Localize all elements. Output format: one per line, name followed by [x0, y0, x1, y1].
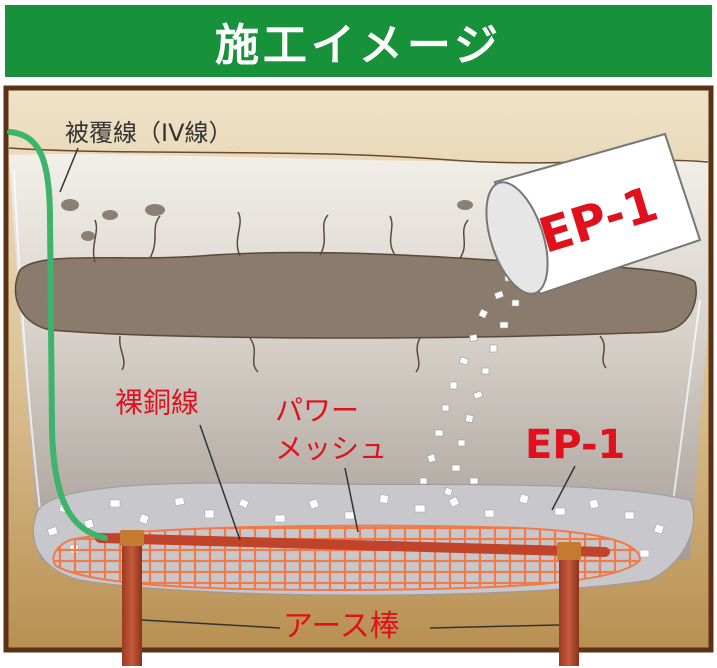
label-covered-wire: 被覆線（IV線） — [65, 119, 233, 147]
leader-earth-rod-left — [141, 619, 281, 629]
label-bare-copper: 裸銅線 — [115, 386, 199, 419]
pit-wall-left — [13, 169, 41, 511]
leader-bare-copper — [199, 424, 241, 541]
earth-rod-right-cap — [557, 542, 581, 560]
surface-pebbles — [61, 199, 473, 241]
covered-iv-wire — [7, 129, 108, 541]
earth-rod-left — [122, 538, 142, 666]
construction-diagram: 被覆線（IV線） EP-1 裸銅線 パワー メッシュ EP-1 アース棒 — [3, 85, 714, 666]
label-power-mesh-2: メッシュ — [275, 432, 387, 465]
bare-copper-wire — [95, 533, 610, 557]
leader-power-mesh — [344, 467, 359, 533]
leader-covered-wire — [59, 147, 79, 193]
ep1-granules — [46, 493, 665, 558]
label-power-mesh-1: パワー — [275, 394, 359, 427]
leader-ep1 — [551, 465, 576, 511]
label-earth-rod: アース棒 — [283, 609, 400, 644]
label-ep1: EP-1 — [525, 422, 625, 468]
ep1-bag — [485, 132, 702, 296]
leader-earth-rod-right — [429, 624, 560, 629]
title-banner: 施工イメージ — [5, 5, 712, 77]
page-title: 施工イメージ — [214, 20, 503, 71]
pit-wall-right — [671, 299, 701, 511]
earth-rod-left-cap — [120, 530, 144, 546]
earth-rod-right — [559, 552, 579, 666]
